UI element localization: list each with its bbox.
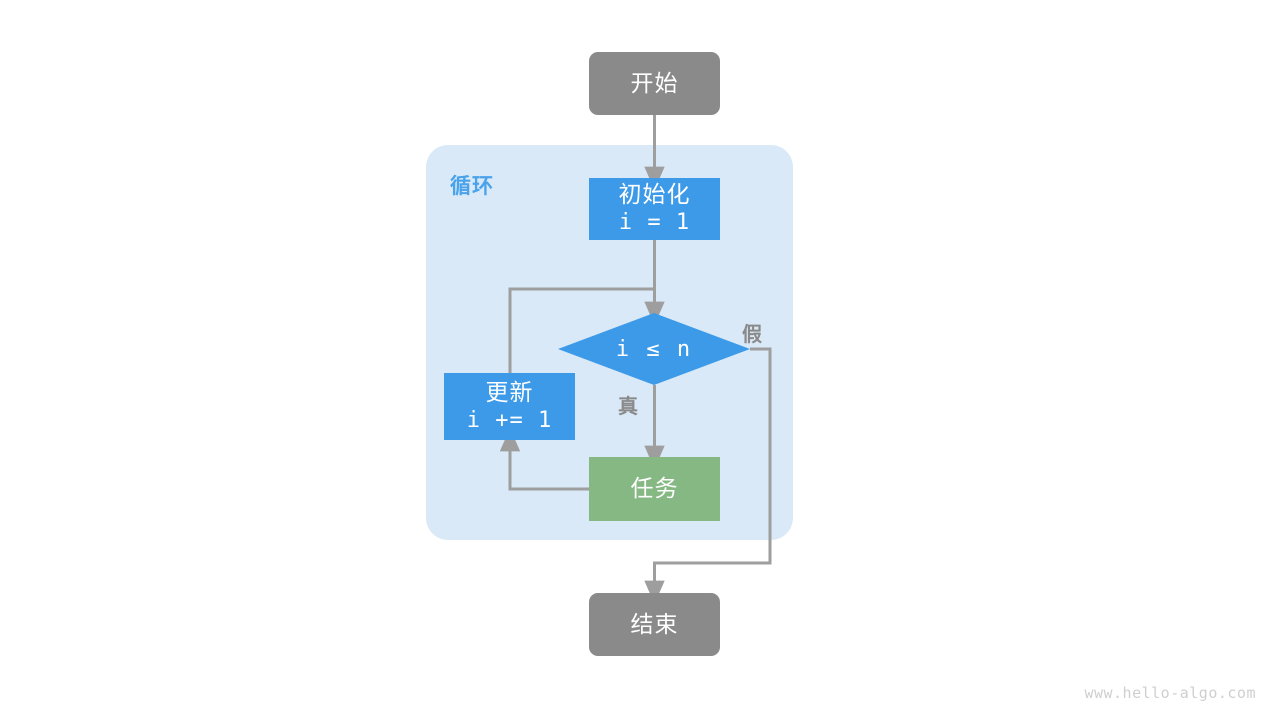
- branch-label-false: 假: [742, 324, 762, 346]
- node-start[interactable]: 开始: [589, 52, 720, 115]
- node-decision[interactable]: i ≤ n: [558, 313, 750, 385]
- node-end-label: 结束: [630, 610, 679, 637]
- node-update-label: 更新: [485, 378, 534, 405]
- diamond-shape-icon: [558, 313, 750, 385]
- loop-container-label: 循环: [450, 175, 494, 198]
- node-init-code: i = 1: [618, 210, 691, 236]
- node-init[interactable]: 初始化 i = 1: [589, 178, 720, 240]
- node-update[interactable]: 更新 i += 1: [444, 373, 575, 440]
- branch-label-true: 真: [618, 396, 638, 418]
- node-init-label: 初始化: [618, 181, 691, 208]
- node-task-label: 任务: [630, 475, 679, 502]
- node-decision-label: i ≤ n: [615, 336, 693, 362]
- node-end[interactable]: 结束: [589, 593, 720, 656]
- watermark-text: www.hello-algo.com: [1084, 684, 1256, 702]
- node-update-code: i += 1: [466, 407, 553, 433]
- node-task[interactable]: 任务: [589, 457, 720, 521]
- node-start-label: 开始: [630, 69, 679, 96]
